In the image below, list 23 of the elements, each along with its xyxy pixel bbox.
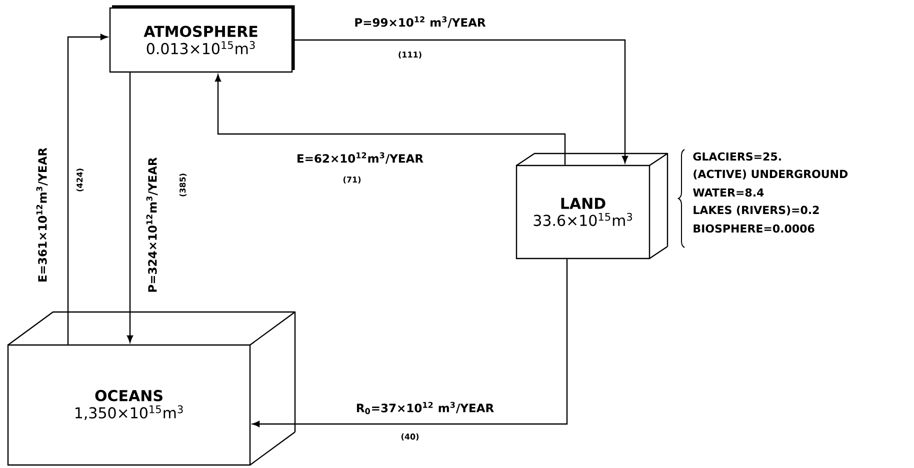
edge-label: P=99×10$^{12}$ m$^{3}$/YEAR — [353, 15, 487, 29]
edge-label: E=62×10$^{12}$m$^{3}$/YEAR — [295, 151, 425, 165]
arrow — [292, 39, 628, 164]
note-text: LAKES (RIVERS)=0.2 — [694, 206, 819, 216]
flow-number: (71) — [342, 175, 362, 185]
flow-number: (385) — [178, 172, 188, 198]
arrow — [252, 259, 568, 428]
edge-label: R$_{0}$=37×10$^{12}$ m$^{3}$/YEAR — [354, 400, 496, 416]
flow-number: (40) — [400, 432, 420, 442]
note-text: WATER=8.4 — [693, 188, 764, 197]
note-text: BIOSPHERE=0.0006 — [694, 224, 814, 233]
edge-label: E=361×10$^{12}$m$^{3}$/YEAR — [35, 146, 49, 284]
edge-label: P=324×10$^{12}$m$^{3}$/YEAR — [145, 156, 159, 294]
compartment-box: ATMOSPHERE 0.013×10$^{15}$m$^{3}$ — [109, 5, 295, 73]
arrow — [126, 72, 134, 343]
flow-number: (424) — [75, 167, 85, 193]
arrow — [214, 74, 566, 165]
compartment-block: LAND 33.6×10$^{15}$m$^{3}$ — [516, 152, 668, 260]
note-text: GLACIERS=25. — [693, 152, 781, 161]
note-text: (ACTIVE) UNDERGROUND — [694, 170, 848, 180]
arrow — [67, 34, 108, 344]
flow-number: (111) — [397, 50, 423, 60]
compartment-block: OCEANS 1,350×10$^{15}$m$^{3}$ — [7, 311, 296, 466]
